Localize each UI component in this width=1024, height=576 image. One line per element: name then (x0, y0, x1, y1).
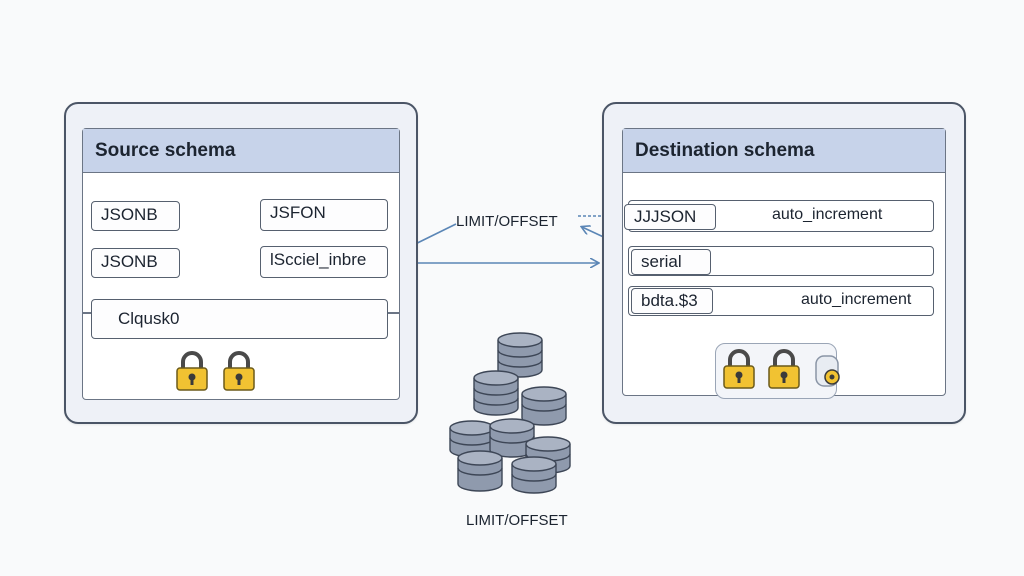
destination-field-jjjson[interactable]: JJJSON (624, 204, 716, 230)
destination-row-box-2 (628, 246, 934, 276)
destination-field-serial[interactable]: serial (631, 249, 711, 275)
database-stack-icon (449, 332, 571, 494)
lock-icon (723, 349, 755, 389)
source-field-scciel-inbre[interactable]: lScciel_inbre (260, 246, 388, 278)
source-field-jsfon[interactable]: JSFON (260, 199, 388, 231)
auto-increment-label-1: auto_increment (772, 206, 883, 223)
destination-row-box-3 (628, 286, 934, 316)
limit-offset-label-middle: LIMIT/OFFSET (456, 213, 558, 230)
lock-icon (223, 351, 255, 391)
key-lock-icon (815, 355, 840, 387)
auto-increment-label-2: auto_increment (801, 291, 912, 308)
limit-offset-label-bottom: LIMIT/OFFSET (466, 512, 568, 529)
source-field-jsonb-1[interactable]: JSONB (91, 201, 180, 231)
lock-icon (176, 351, 208, 391)
source-schema-title: Source schema (83, 129, 399, 173)
source-field-clqusk[interactable]: Clqusk0 (91, 299, 388, 339)
destination-schema-title: Destination schema (623, 129, 945, 173)
source-field-jsonb-2[interactable]: JSONB (91, 248, 180, 278)
lock-icon (768, 349, 800, 389)
destination-field-bdta[interactable]: bdta.$3 (631, 288, 713, 314)
